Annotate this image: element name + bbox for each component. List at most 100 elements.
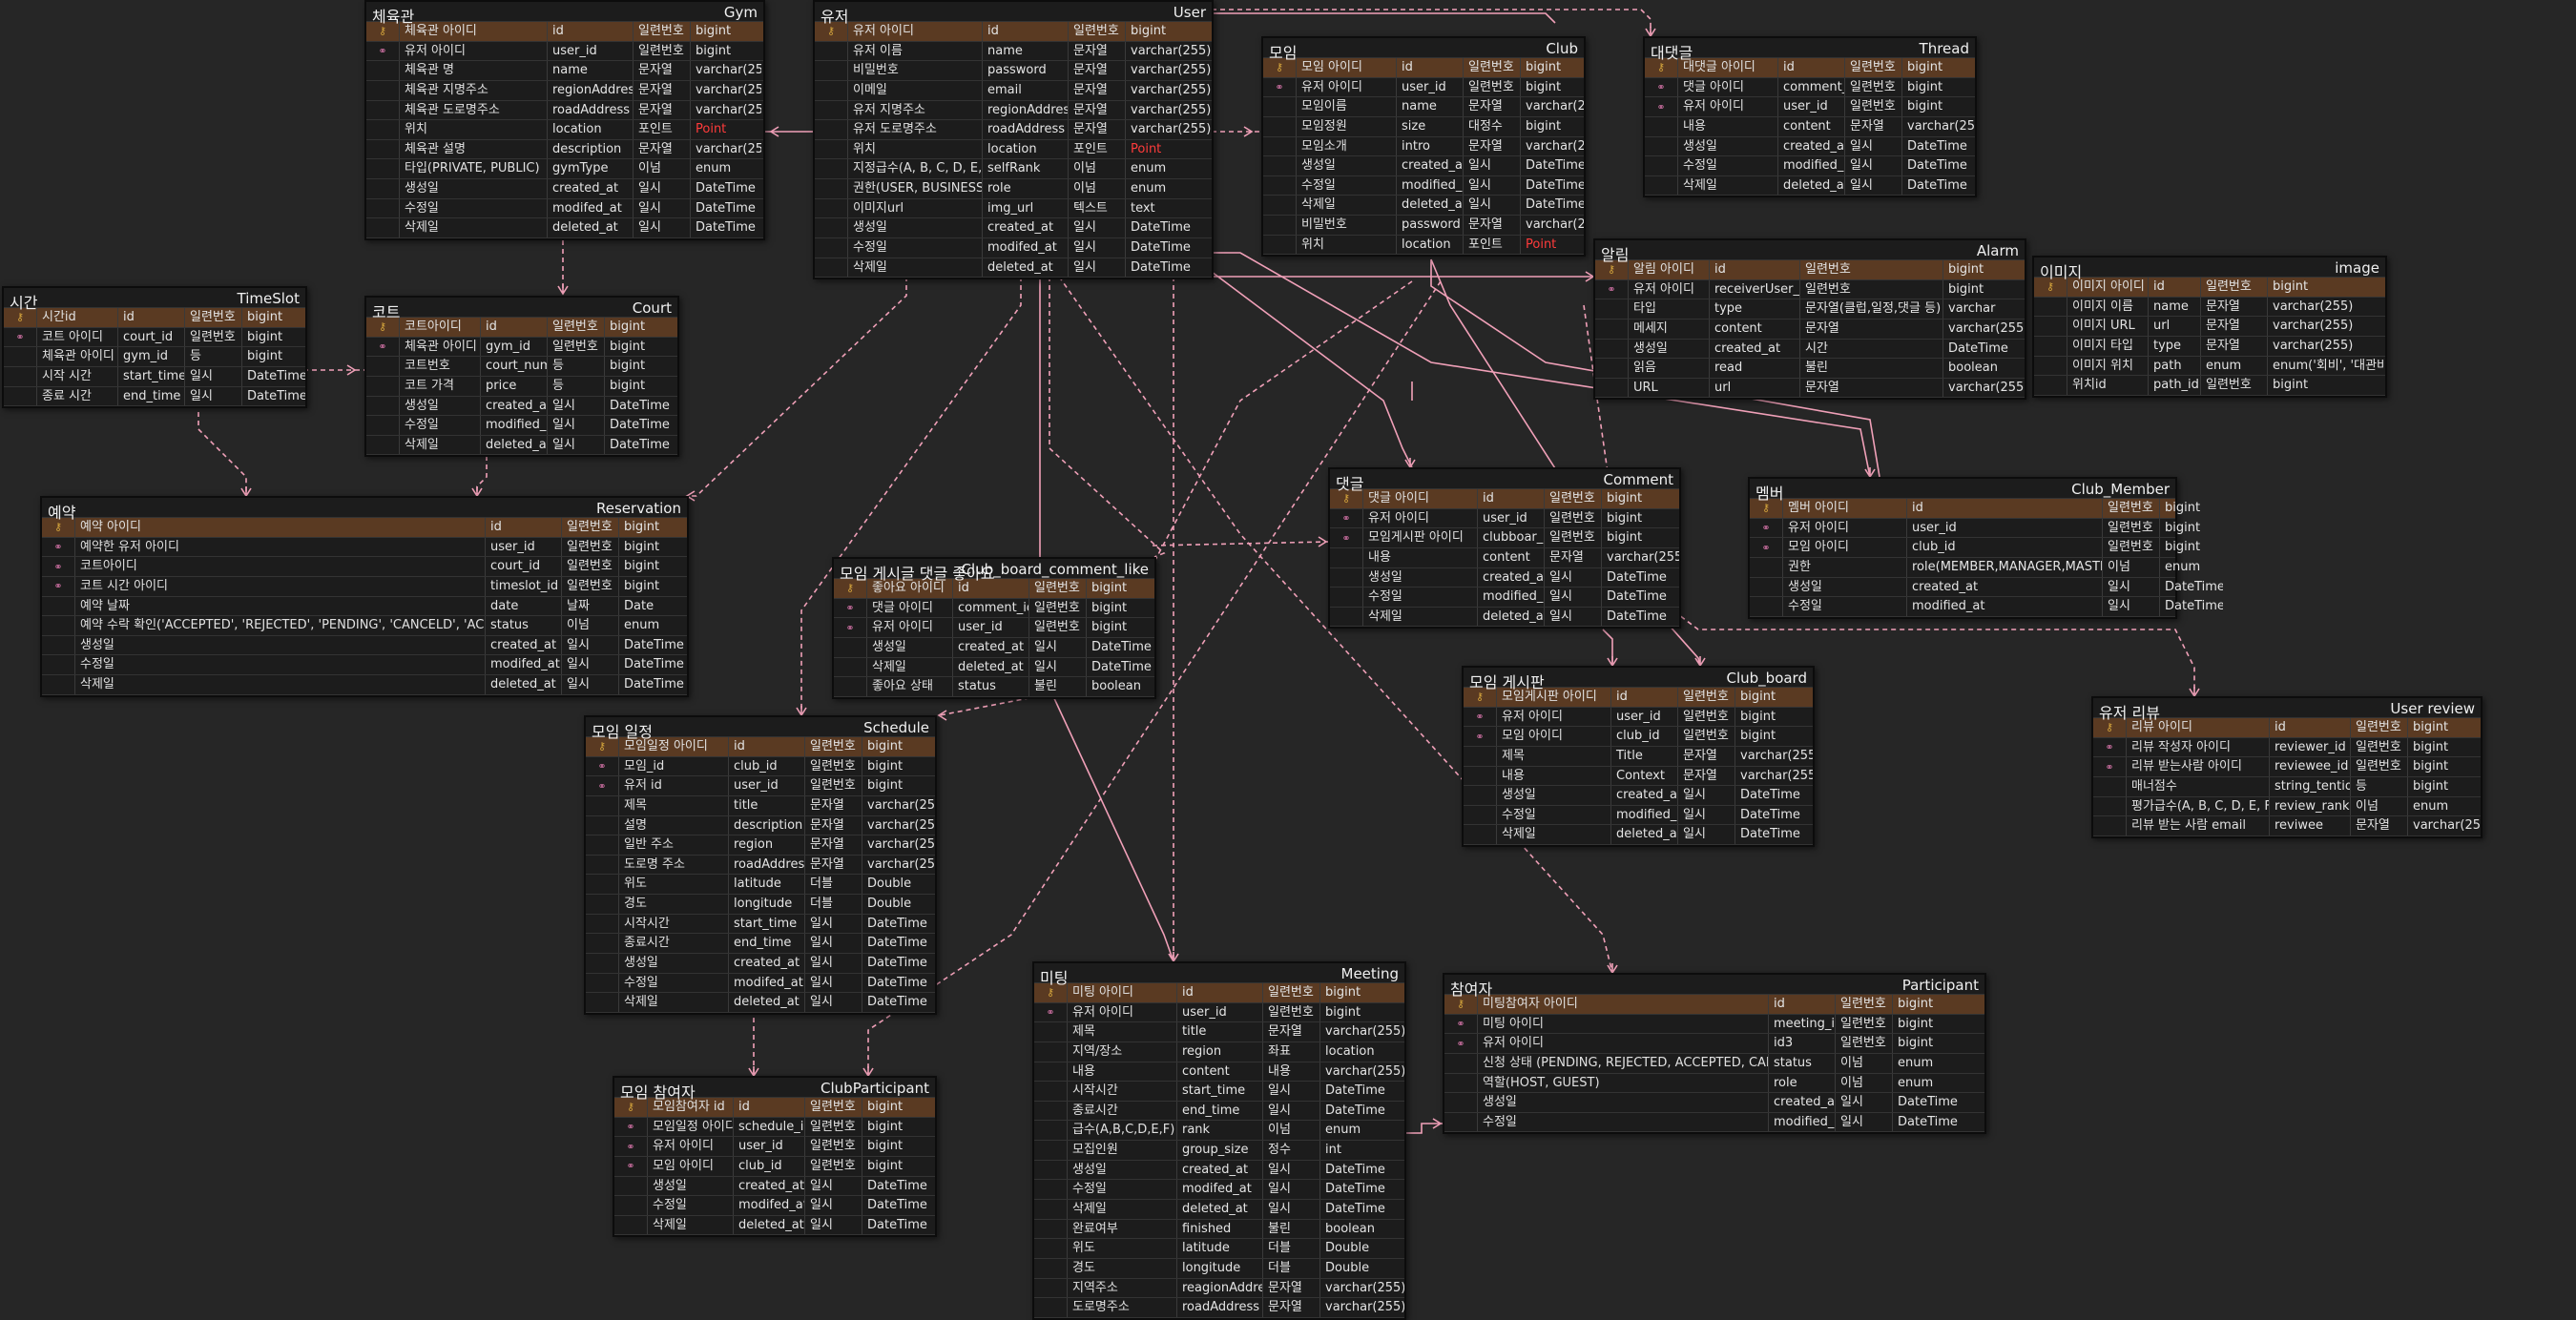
table-row[interactable]: 지역주소reagionAddress문자열varchar(255) [1034, 1278, 1404, 1299]
table-row[interactable]: 예약 수락 확인('ACCEPTED', 'REJECTED', 'PENDIN… [42, 616, 687, 636]
